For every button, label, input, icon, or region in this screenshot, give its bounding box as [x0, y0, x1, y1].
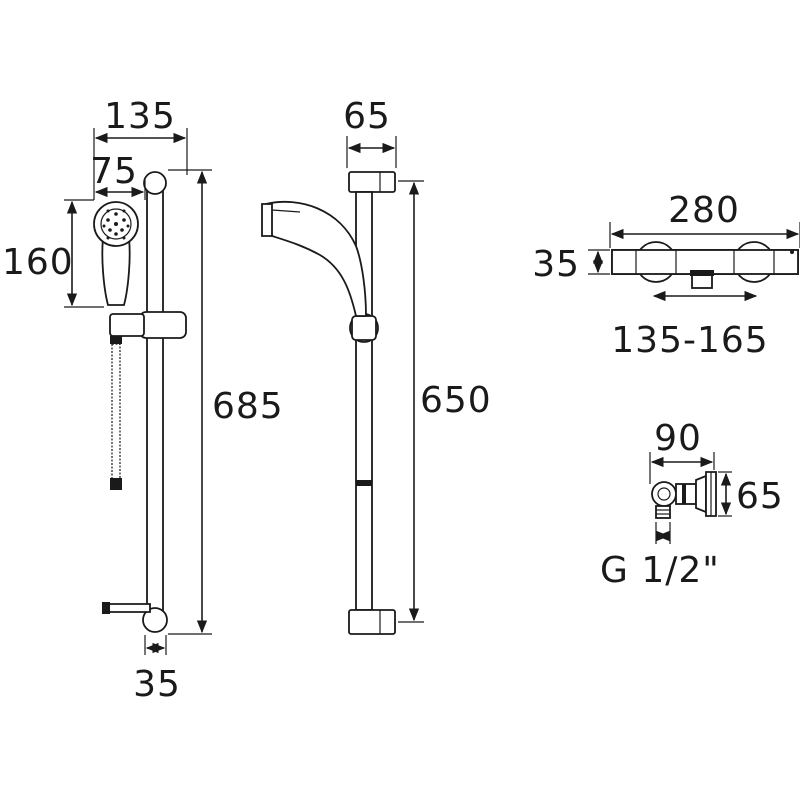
- front-view-dimensions: 135 75 160 685 35: [2, 96, 284, 705]
- valve-outlet-nut: [690, 270, 714, 276]
- valve-dimensions: 280 35 135-165: [532, 190, 800, 361]
- dimension-label-side-height: 650: [420, 380, 492, 421]
- hose-cone: [110, 336, 122, 344]
- thread-stub: [655, 505, 671, 519]
- soap-dish-tip: [102, 602, 110, 614]
- dimension-label-handset-width: 135: [104, 96, 176, 137]
- front-view-rail-assembly: [93, 171, 187, 633]
- shower-hose: [111, 343, 121, 485]
- dimension-label-valve-height: 35: [532, 244, 580, 285]
- valve-outlet: [691, 273, 713, 289]
- rail: [146, 189, 164, 621]
- dimension-label-valve-centres: 135-165: [611, 320, 768, 361]
- soap-dish-arm: [103, 603, 151, 613]
- handset-handle: [101, 229, 131, 306]
- dimension-label-elbow-width: 90: [654, 418, 702, 459]
- dimension-label-thread-size: G 1/2": [600, 550, 720, 591]
- slider-holder: [139, 311, 187, 339]
- rail-top-cap: [143, 171, 167, 195]
- handset-side-profile: [265, 200, 367, 317]
- elbow-shroud: [695, 474, 707, 514]
- dimension-label-rail-height: 685: [212, 386, 284, 427]
- bottom-bracket-side: [348, 609, 396, 635]
- top-bracket-side: [348, 171, 396, 193]
- valve-screw: [790, 250, 794, 254]
- rail-bottom-bracket: [142, 607, 168, 633]
- handset-cradle: [109, 313, 145, 337]
- handset-nozzles: [102, 209, 130, 240]
- thermostatic-valve: [611, 241, 799, 289]
- wall-elbow-connector: [651, 471, 717, 519]
- hose-nut: [110, 478, 122, 490]
- elbow-dimensions: 90 65 G 1/2": [600, 418, 784, 591]
- dimension-label-head-height: 160: [2, 242, 74, 283]
- dimension-label-head-width: 75: [90, 151, 138, 192]
- dimension-label-elbow-depth: 65: [736, 476, 784, 517]
- dimension-label-valve-width: 280: [668, 190, 740, 231]
- rail-joint: [356, 480, 372, 486]
- dimension-label-side-depth: 65: [343, 96, 391, 137]
- side-view-rail-assembly: [261, 171, 396, 635]
- elbow-nut: [651, 481, 677, 507]
- handset-side-face: [261, 203, 273, 237]
- dimension-label-bracket-diameter: 35: [133, 664, 181, 705]
- side-view-dimensions: 65 650: [343, 96, 492, 623]
- handset-face: [100, 208, 132, 240]
